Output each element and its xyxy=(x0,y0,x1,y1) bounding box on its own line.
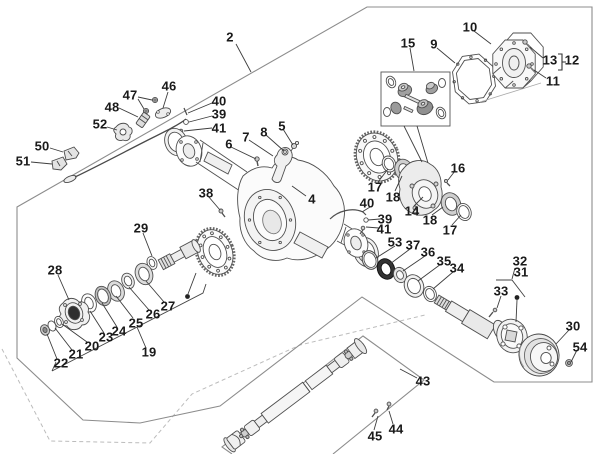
brake-drum-30 xyxy=(518,333,560,377)
diff-carrier-group xyxy=(353,130,472,222)
bolt-41-right xyxy=(360,225,366,231)
group-19-bracket xyxy=(51,283,207,372)
left-spring-perch xyxy=(203,151,233,175)
cover-10 xyxy=(492,32,544,89)
pinion-gear-d xyxy=(416,99,434,116)
leaders-top-left xyxy=(30,43,252,165)
leader-lines xyxy=(30,30,578,431)
side-gear-b xyxy=(425,81,439,95)
axle-shaft-group xyxy=(433,279,573,377)
leaders-shaft-drum xyxy=(373,267,578,431)
screw-44 xyxy=(386,401,392,411)
driveshaft-group xyxy=(223,338,392,453)
leaders-pinion xyxy=(46,232,165,360)
driveshaft-box xyxy=(221,335,425,454)
pinion-group xyxy=(39,227,236,372)
banjo-bolt-48 xyxy=(135,112,151,128)
leaders-cover xyxy=(403,30,547,164)
stud-33 xyxy=(488,307,498,318)
main-border xyxy=(16,6,593,424)
pinion-gear-c xyxy=(390,101,402,115)
cover-group xyxy=(452,32,566,105)
crown-wheel-dot-leader xyxy=(187,272,197,295)
group-31-dot-leader xyxy=(515,299,518,323)
washer-39-left xyxy=(183,119,189,125)
screw-16 xyxy=(443,178,449,184)
breather-pipe xyxy=(74,118,187,178)
crown-wheel-2 xyxy=(353,130,401,184)
spider-gear-box xyxy=(380,71,451,127)
housing-hook-7 xyxy=(271,147,293,183)
breather-pipe-group xyxy=(51,96,189,184)
screw-11 xyxy=(526,63,537,74)
pin-40-left xyxy=(183,107,188,116)
washer-39-right xyxy=(363,217,369,223)
screw-45 xyxy=(371,408,379,418)
gasket-pad-46 xyxy=(154,107,172,119)
seal-row-group xyxy=(361,250,437,303)
gasket-9 xyxy=(452,53,496,105)
clip-51 xyxy=(51,156,68,171)
right-spring-perch xyxy=(293,231,329,259)
outer-dashed-border xyxy=(1,314,426,444)
pipe-nozzle xyxy=(63,174,77,184)
leaders-carrier xyxy=(361,168,462,290)
frame-borders xyxy=(1,6,593,454)
spider-washer-c xyxy=(383,107,391,117)
leaders-housing xyxy=(207,128,307,211)
spider-ring-b xyxy=(438,78,446,88)
nut-54 xyxy=(565,359,573,367)
clip-50 xyxy=(63,146,80,161)
bracket-12 xyxy=(558,53,566,71)
left-axle-tube xyxy=(195,139,248,194)
pipe-40-right xyxy=(329,209,367,220)
group-31-bracket xyxy=(496,279,526,298)
crown-wheel xyxy=(194,227,236,277)
axle-housing-group xyxy=(164,127,379,268)
axle-shaft xyxy=(433,294,497,340)
pinion-shaft-29 xyxy=(157,239,201,271)
gasket-cover-link xyxy=(479,82,542,103)
